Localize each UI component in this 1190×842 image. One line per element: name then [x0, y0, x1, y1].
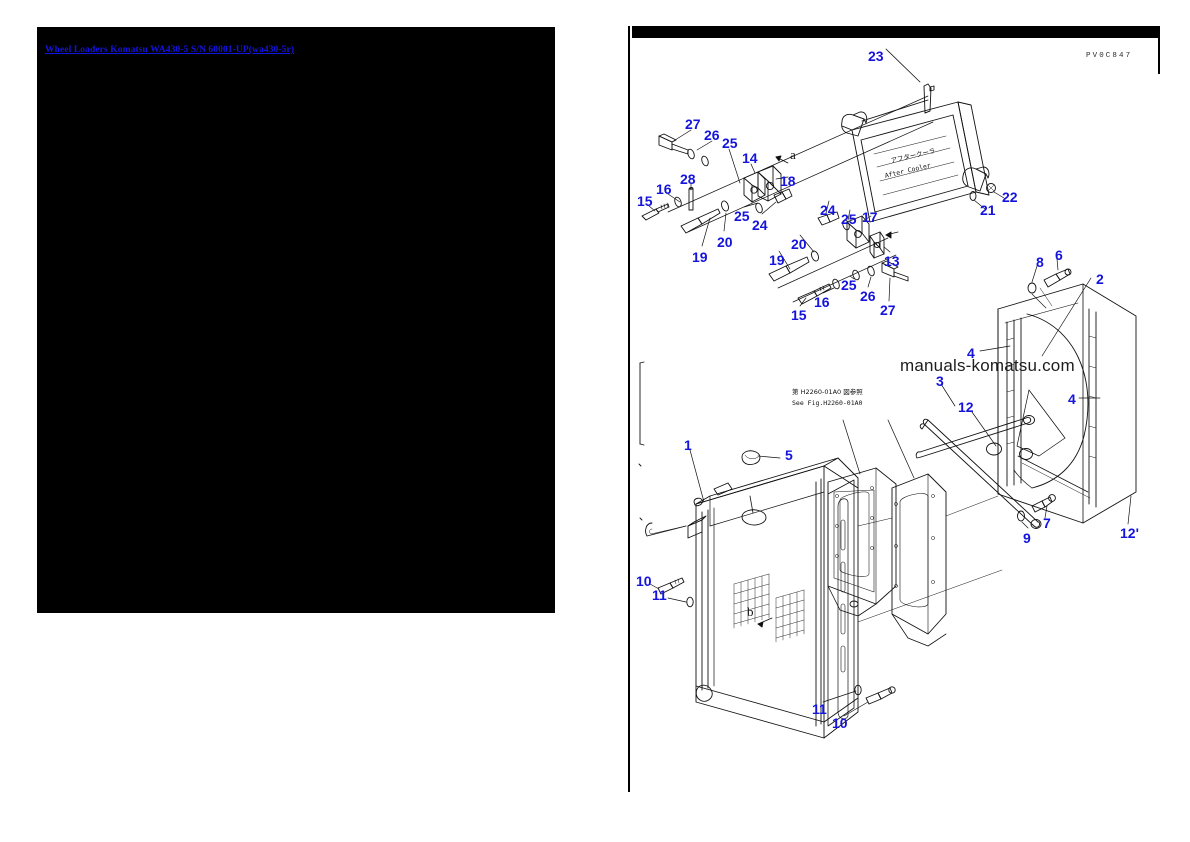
callout-27: 27 [880, 302, 896, 318]
reference-note-en: See Fig.H2260-01A0 [792, 399, 863, 407]
support-rods [916, 416, 1041, 529]
callout-15: 15 [791, 307, 807, 323]
callout-25: 25 [841, 211, 857, 227]
reference-note-jp: 第 H2260-01A0 図参照 [792, 388, 863, 396]
callout-4: 4 [1068, 391, 1076, 407]
callout-21: 21 [980, 202, 996, 218]
exploded-diagram-artwork [628, 26, 1160, 792]
callout-24: 24 [752, 217, 768, 233]
after-cooler-core [842, 100, 989, 222]
sheet-left-border [628, 26, 630, 792]
left-thumbnail-panel: Wheel Loaders Komatsu WA430-5 S/N 60001-… [37, 27, 555, 613]
part-8-6-fasteners [1028, 259, 1071, 308]
callout-12: 12 [958, 399, 974, 415]
callout-1: 1 [684, 437, 692, 453]
callout-18: 18 [780, 173, 796, 189]
callout-25: 25 [722, 135, 738, 151]
callout-27: 27 [685, 116, 701, 132]
callout-26: 26 [704, 127, 720, 143]
callout-10: 10 [832, 715, 848, 731]
callout-4: 4 [967, 345, 975, 361]
callout-25: 25 [734, 208, 750, 224]
sheet-top-border [632, 26, 1160, 38]
callout-15: 15 [637, 193, 653, 209]
parts-drawing-sheet: PV0C847 [628, 26, 1160, 792]
callout-25: 25 [841, 277, 857, 293]
callout-16: 16 [814, 294, 830, 310]
callout-28: 28 [680, 171, 696, 187]
part-10-11-left [650, 578, 693, 607]
callout-23: 23 [868, 48, 884, 64]
callout-19: 19 [692, 249, 708, 265]
callout-5: 5 [785, 447, 793, 463]
section-mark-b: b [747, 604, 754, 619]
guard-plates [828, 420, 946, 646]
fan-shroud-assembly [987, 284, 1137, 523]
sheet-right-border [1158, 38, 1160, 74]
callout-3: 3 [936, 373, 944, 389]
callout-13: 13 [884, 253, 900, 269]
site-watermark: manuals-komatsu.com [900, 356, 1075, 375]
callout-20: 20 [717, 234, 733, 250]
radiator-assembly [646, 451, 858, 738]
catalog-title-link[interactable]: Wheel Loaders Komatsu WA430-5 S/N 60001-… [45, 45, 295, 55]
part-21-22-fasteners [970, 184, 1004, 210]
callout-26: 26 [860, 288, 876, 304]
callout-8: 8 [1036, 254, 1044, 270]
callout-22: 22 [1002, 189, 1018, 205]
callout-20: 20 [791, 236, 807, 252]
callout-17: 17 [862, 209, 878, 225]
part-10-11-right [823, 685, 895, 716]
sheet-edge-fragments [639, 362, 644, 520]
part-23-bracket [886, 49, 934, 113]
callout-19: 19 [769, 252, 785, 268]
callout-10: 10 [636, 573, 652, 589]
callout-14: 14 [742, 150, 758, 166]
leader-lines-upper [649, 130, 890, 306]
callout-6: 6 [1055, 247, 1063, 263]
callout-12-prime: 12' [1120, 525, 1139, 541]
fitting-cluster-middle [769, 212, 908, 304]
callout-16: 16 [656, 181, 672, 197]
callout-9: 9 [1023, 530, 1031, 546]
fitting-cluster-upper [642, 96, 933, 233]
callout-7: 7 [1043, 515, 1051, 531]
part-9-7-fasteners [1018, 495, 1056, 528]
callout-24: 24 [820, 202, 836, 218]
section-mark-a: a [790, 147, 796, 162]
drawing-number-label: PV0C847 [1086, 52, 1133, 60]
callout-11: 11 [652, 587, 667, 603]
callout-2: 2 [1096, 271, 1104, 287]
callout-11: 11 [812, 701, 827, 717]
